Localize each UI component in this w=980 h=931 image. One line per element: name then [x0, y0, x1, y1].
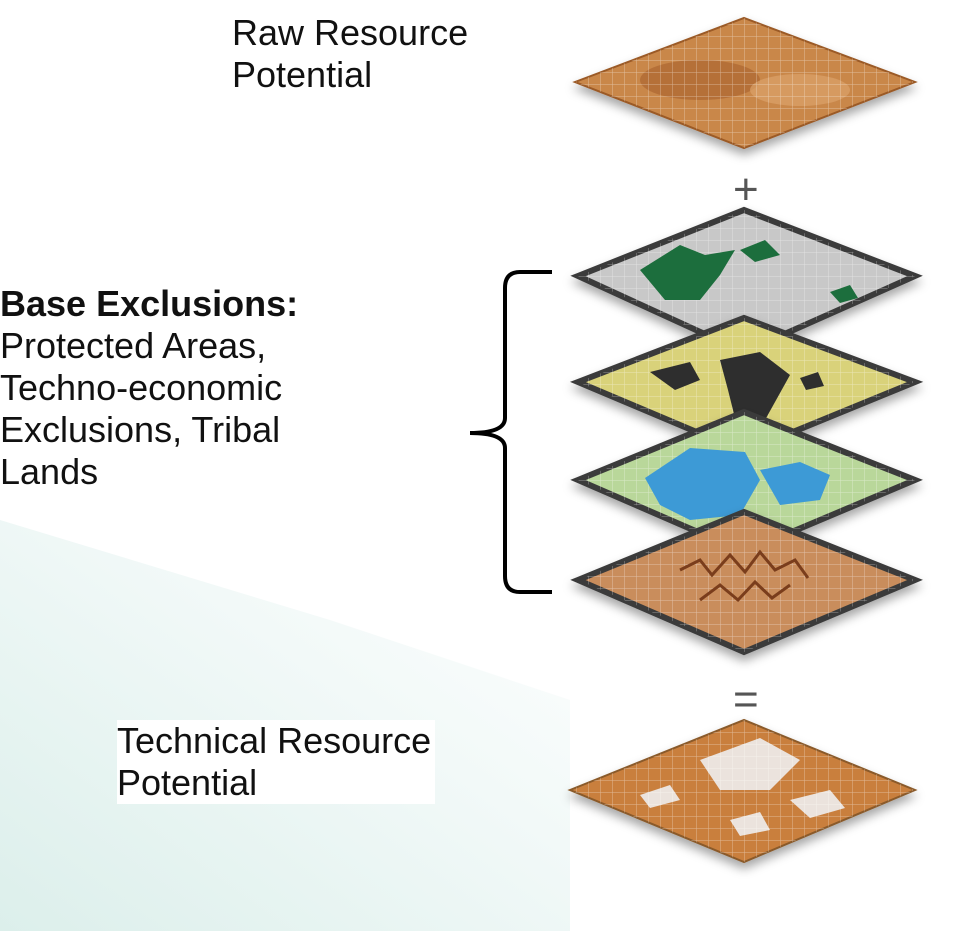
base-exclusions-bracket [469, 270, 552, 594]
raw-label-line2: Potential [232, 54, 373, 95]
raw-resource-label: Raw Resource Potential [232, 12, 468, 96]
base-exclusions-line4: Lands [0, 451, 99, 492]
base-exclusions-line2: Techno-economic [0, 367, 283, 408]
tech-label-line2: Potential [117, 762, 258, 803]
technical-resource-layer [567, 718, 918, 864]
base-exclusions-title: Base Exclusions: [0, 283, 299, 324]
techno-economic-layer [569, 314, 924, 456]
protected-areas-layer [570, 206, 923, 356]
raw-label-line1: Raw Resource [232, 12, 469, 53]
raw-resource-layer [572, 16, 918, 150]
base-exclusions-label: Base Exclusions: Protected Areas, Techno… [0, 283, 298, 493]
terrain-layer [570, 508, 923, 656]
technical-resource-label: Technical Resource Potential [117, 720, 436, 804]
base-exclusions-line1: Protected Areas, [0, 325, 267, 366]
tech-label-line1: Technical Resource [117, 720, 432, 761]
base-exclusions-line3: Exclusions, Tribal [0, 409, 281, 450]
water-layer [570, 408, 923, 556]
equals-operator: = [733, 675, 759, 724]
plus-operator: + [733, 165, 759, 214]
